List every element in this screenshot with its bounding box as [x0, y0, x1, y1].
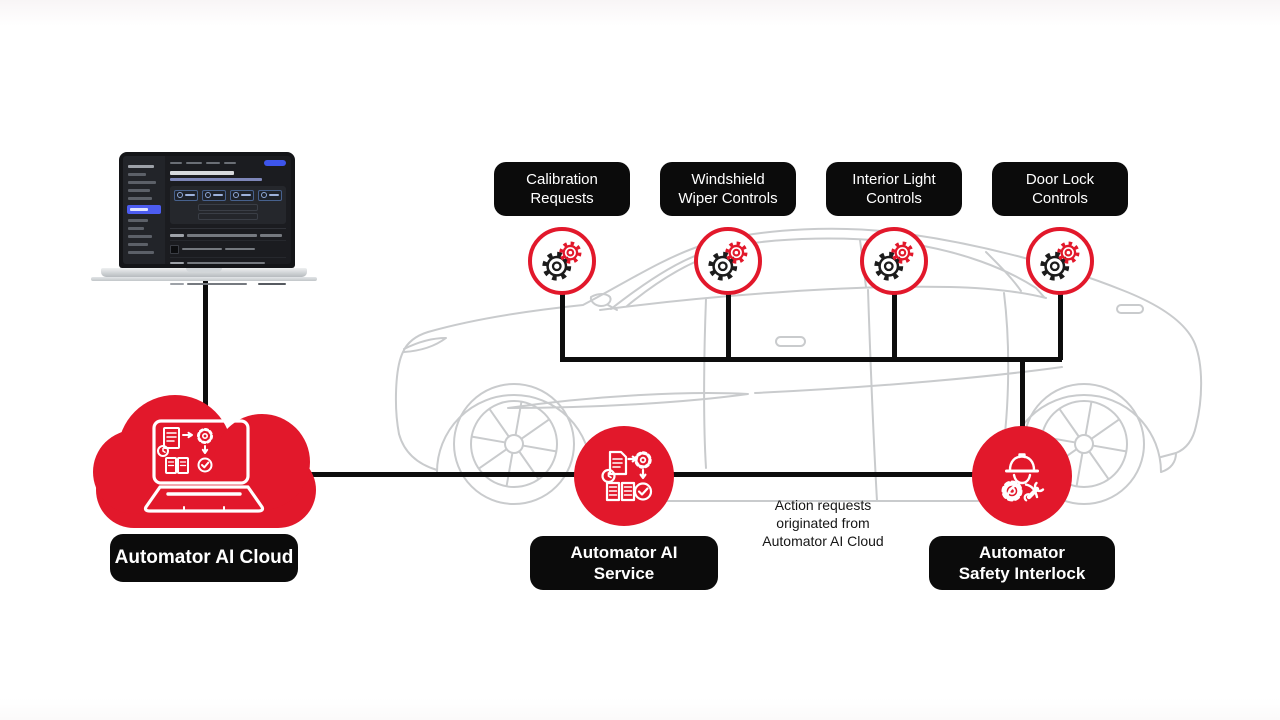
connector-drop-interior-light: [892, 288, 897, 360]
laptop-base: [101, 268, 307, 277]
interior-light-node: [860, 227, 928, 295]
dual-gear-icon: [539, 238, 585, 284]
automator-ai-service-node: [574, 426, 674, 526]
action-requests-caption: Action requests originated from Automato…: [762, 497, 884, 549]
pipeline-stages: [170, 185, 286, 224]
dual-gear-icon: [1037, 238, 1083, 284]
rear-wheel: [1023, 383, 1145, 505]
door-lock-node: [1026, 227, 1094, 295]
laptop-automation-icon: [143, 419, 265, 513]
cloud-shape: [93, 395, 316, 528]
background-top-band: [0, 0, 1280, 26]
dashboard-primary-button: [264, 160, 286, 166]
dashboard-sidebar: [123, 156, 165, 264]
laptop-screen: [119, 152, 295, 285]
background-bottom-band: [0, 698, 1280, 720]
door-lock-label: Door Lock Controls: [992, 162, 1128, 216]
automator-ai-cloud-node: [93, 395, 316, 528]
connector-bus-line: [560, 357, 1062, 362]
automator-ai-cloud-label: Automator AI Cloud: [110, 534, 298, 582]
connector-drop-wiper: [726, 288, 731, 360]
documents-gear-check-icon: [595, 447, 653, 505]
automator-safety-interlock-node: [972, 426, 1072, 526]
connector-drop-door-lock: [1058, 288, 1063, 360]
dual-gear-icon: [705, 238, 751, 284]
laptop-foot: [91, 277, 317, 281]
sidebar-active-item: [127, 205, 161, 214]
windshield-wiper-label: Windshield Wiper Controls: [660, 162, 796, 216]
connector-bus-to-interlock: [1020, 360, 1025, 430]
connector-drop-calibration: [560, 288, 565, 360]
connector-laptop-to-cloud: [203, 278, 208, 438]
engineer-gear-wrench-icon: [993, 447, 1051, 505]
dashboard-main-panel: [165, 156, 291, 285]
log-avatar: [170, 244, 179, 254]
automator-ai-service-label: Automator AI Service: [530, 536, 718, 590]
automator-safety-interlock-label: Automator Safety Interlock: [929, 536, 1115, 590]
interior-light-label: Interior Light Controls: [826, 162, 962, 216]
front-wheel: [453, 383, 575, 505]
cloud-dashboard-laptop: [91, 150, 317, 286]
calibration-requests-node: [528, 227, 596, 295]
windshield-wiper-node: [694, 227, 762, 295]
calibration-requests-label: Calibration Requests: [494, 162, 630, 216]
dual-gear-icon: [871, 238, 917, 284]
